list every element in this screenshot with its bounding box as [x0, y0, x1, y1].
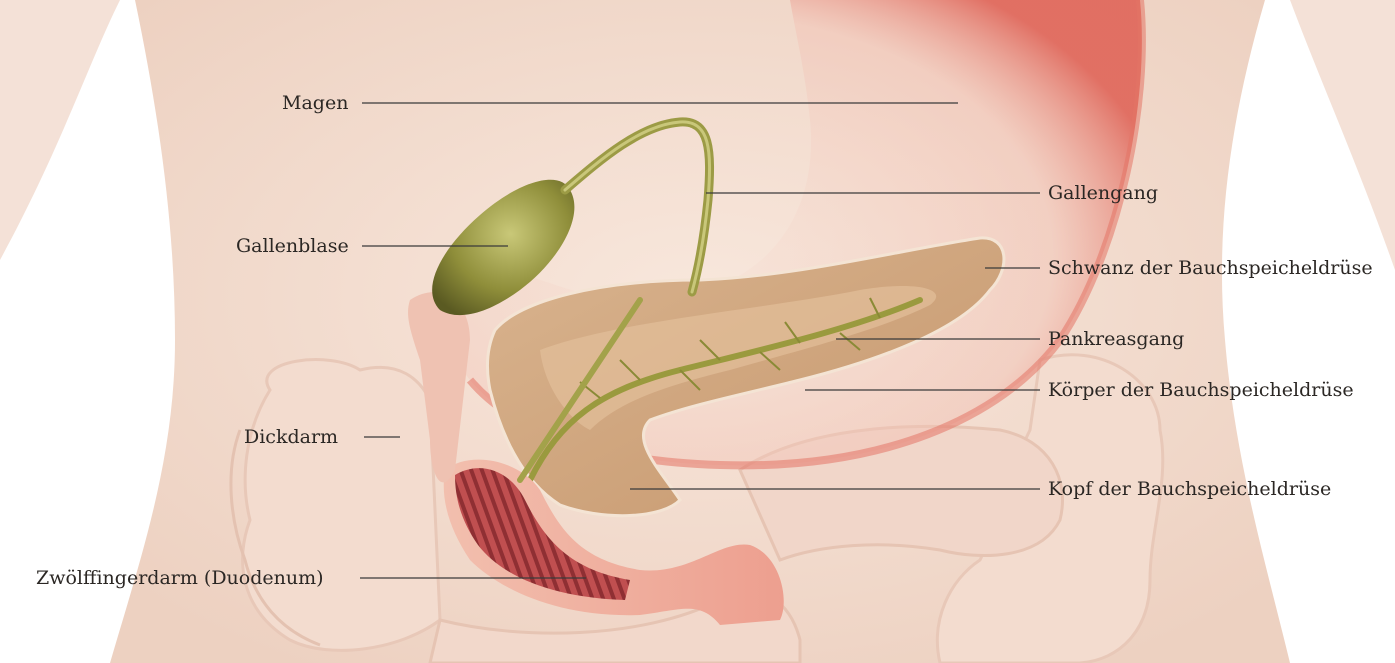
colon-ascending — [243, 360, 440, 651]
label-gallengang: Gallengang — [1048, 182, 1158, 204]
label-schwanz: Schwanz der Bauchspeicheldrüse — [1048, 257, 1373, 279]
label-koerper: Körper der Bauchspeicheldrüse — [1048, 379, 1354, 401]
label-dickdarm: Dickdarm — [244, 426, 338, 448]
label-duodenum: Zwölffingerdarm (Duodenum) — [36, 567, 324, 589]
label-gallenblase: Gallenblase — [236, 235, 349, 257]
label-magen: Magen — [282, 92, 348, 114]
label-pankreasgang: Pankreasgang — [1048, 328, 1184, 350]
label-kopf: Kopf der Bauchspeicheldrüse — [1048, 478, 1331, 500]
